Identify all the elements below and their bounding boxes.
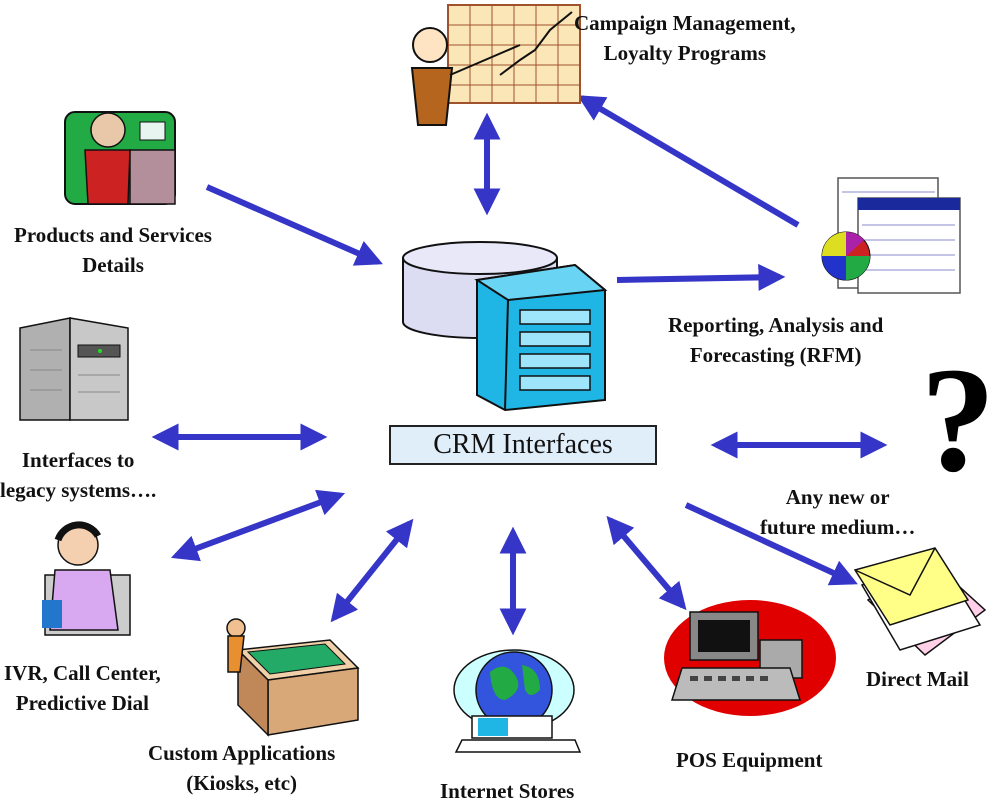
arrow-products [205, 184, 383, 266]
pos-equipment-icon [664, 600, 836, 716]
products-person-icon [64, 111, 176, 205]
arrow-custom [330, 518, 414, 623]
label-pos: POS Equipment [676, 748, 823, 772]
kiosk-icon [226, 618, 360, 737]
label-custom: Custom Applications (Kiosks, etc) [148, 741, 336, 795]
label-campaign: Campaign Management, Loyalty Programs [574, 11, 796, 65]
arrow-pos [606, 515, 687, 611]
envelopes-icon [853, 547, 987, 656]
label-ivr: IVR, Call Center, Predictive Dial [4, 661, 161, 715]
label-new-medium: Any new or future medium… [760, 485, 916, 539]
label-products: Products and Services Details [14, 223, 212, 277]
label-legacy: Interfaces to legacy systems…. [0, 448, 157, 502]
label-direct-mail: Direct Mail [866, 667, 969, 691]
arrow-reporting [616, 263, 786, 291]
arrow-direct-mail [684, 502, 858, 586]
label-reporting: Reporting, Analysis and Forecasting (RFM… [668, 313, 884, 367]
label-internet: Internet Stores [440, 779, 575, 803]
crm-interfaces-box: CRM Interfaces [389, 425, 657, 465]
arrow-ivr [170, 489, 346, 562]
crm-interfaces-label: CRM Interfaces [433, 429, 613, 460]
globe-computer-icon [453, 649, 582, 753]
server-icon [474, 263, 608, 412]
call-center-person-icon [42, 521, 131, 636]
presenter-chart-icon [410, 4, 581, 126]
arrow-to-campaign [577, 95, 800, 228]
legacy-server-icon [19, 317, 129, 421]
question-mark-icon: ? [921, 337, 996, 503]
report-pie-icon [821, 177, 961, 294]
